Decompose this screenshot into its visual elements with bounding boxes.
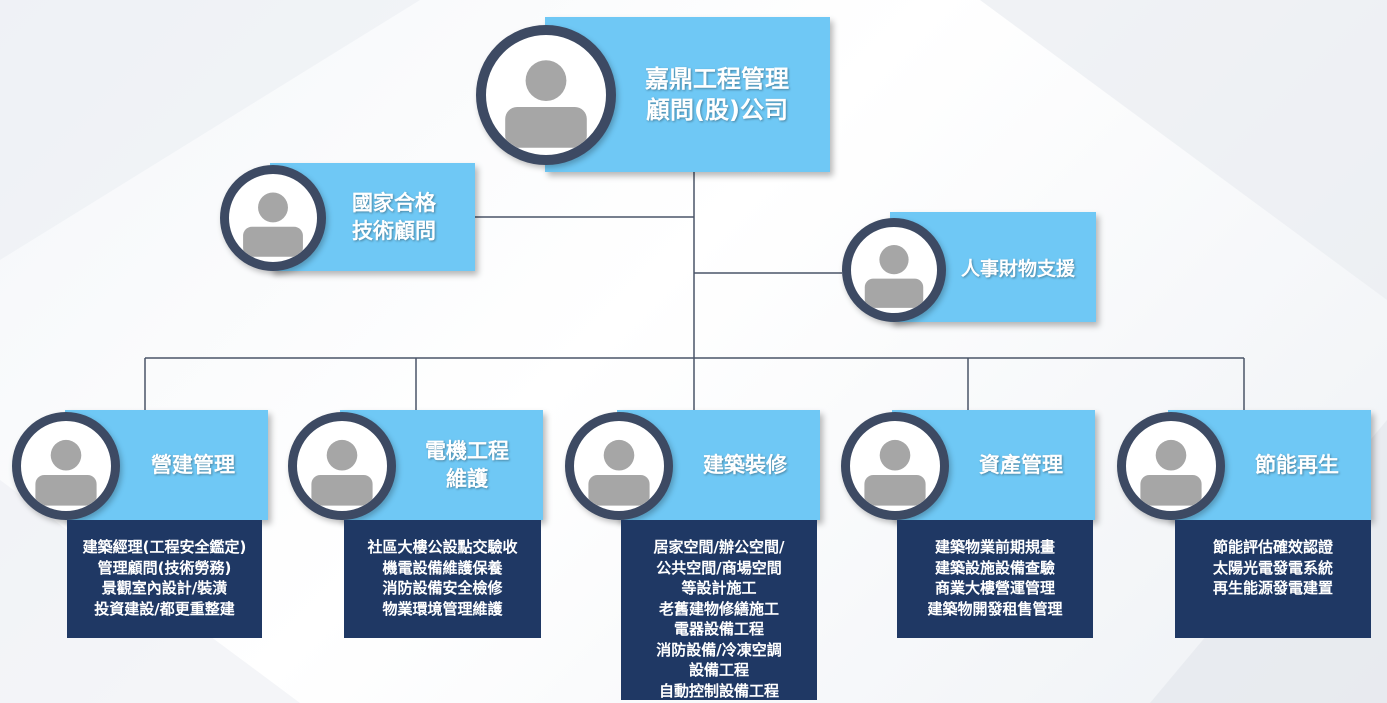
dept-description-box: 社區大樓公設點交驗收 機電設備維護保養 消防設備安全檢修 物業環境管理維護 bbox=[344, 520, 541, 638]
dept-item: 公共空間/商場空間 bbox=[656, 558, 782, 577]
dept-item: 景觀室內設計/裝潢 bbox=[101, 579, 228, 597]
dept-item: 社區大樓公設點交驗收 bbox=[367, 538, 518, 556]
dept-item: 電器設備工程 bbox=[673, 620, 764, 638]
dept-item: 自動控制設備工程 bbox=[658, 681, 779, 700]
dept-item: 投資建設/都更重整建 bbox=[94, 599, 235, 618]
person-silhouette-icon bbox=[220, 165, 326, 271]
dept-description-box: 居家空間/辦公空間/ 公共空間/商場空間 等設計施工 老舊建物修繕施工 電器設備… bbox=[621, 520, 817, 700]
dept-description-box: 節能評估確效認證 太陽光電發電系統 再生能源發電建置 bbox=[1175, 520, 1371, 638]
dept-item: 建築設施設備查驗 bbox=[934, 558, 1055, 577]
dept-item: 太陽光電發電系統 bbox=[1212, 558, 1333, 577]
dept-description-box: 建築物業前期規畫 建築設施設備查驗 商業大樓營運管理 建築物開發租售管理 bbox=[897, 520, 1093, 638]
dept-item: 物業環境管理維護 bbox=[382, 599, 503, 618]
person-silhouette-icon bbox=[12, 412, 120, 520]
dept-item: 機電設備維護保養 bbox=[382, 558, 503, 577]
dept-item: 消防設備/冷凍空調 bbox=[656, 640, 782, 659]
dept-item: 居家空間/辦公空間/ bbox=[653, 538, 785, 556]
dept-item: 設備工程 bbox=[688, 661, 749, 679]
dept-label: 電機工程 維護 bbox=[425, 439, 509, 491]
dept-item: 建築物開發租售管理 bbox=[927, 599, 1063, 618]
dept-item: 老舊建物修繕施工 bbox=[658, 599, 779, 618]
person-silhouette-icon bbox=[842, 218, 946, 322]
dept-item: 再生能源發電建置 bbox=[1212, 579, 1333, 597]
person-silhouette-icon bbox=[1117, 412, 1225, 520]
dept-label: 建築裝修 bbox=[703, 453, 787, 477]
dept-label: 資產管理 bbox=[979, 453, 1063, 477]
dept-item: 建築物業前期規畫 bbox=[934, 538, 1055, 556]
dept-item: 建築經理(工程安全鑑定) bbox=[82, 538, 247, 556]
person-silhouette-icon bbox=[565, 412, 673, 520]
person-silhouette-icon bbox=[288, 412, 396, 520]
org-node-hr-finance-support-label: 人事財物支援 bbox=[960, 257, 1075, 280]
dept-item: 商業大樓營運管理 bbox=[934, 579, 1055, 597]
dept-item: 消防設備安全檢修 bbox=[382, 579, 503, 597]
dept-item: 節能評估確效認證 bbox=[1212, 538, 1333, 556]
dept-label: 節能再生 bbox=[1255, 453, 1339, 477]
dept-description-box: 建築經理(工程安全鑑定) 管理顧問(技術勞務) 景觀室內設計/裝潢 投資建設/都… bbox=[67, 520, 262, 638]
person-silhouette-icon bbox=[841, 412, 949, 520]
dept-item: 等設計施工 bbox=[681, 579, 757, 597]
person-silhouette-icon bbox=[476, 25, 616, 165]
dept-label: 營建管理 bbox=[151, 453, 235, 477]
org-node-technical-consultant-label: 國家合格 技術顧問 bbox=[352, 191, 436, 243]
dept-item: 管理顧問(技術勞務) bbox=[97, 558, 232, 577]
org-node-root-label: 嘉鼎工程管理 顧問(股)公司 bbox=[645, 64, 789, 124]
